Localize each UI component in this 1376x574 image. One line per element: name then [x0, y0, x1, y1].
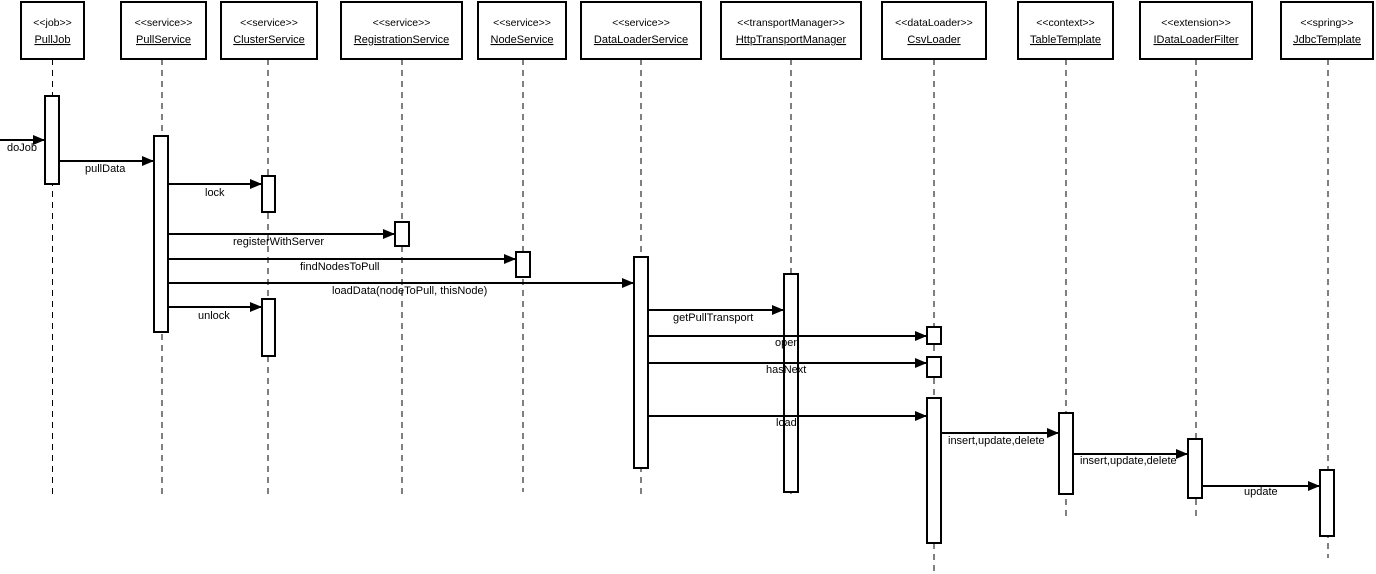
lifeline-name: NodeService	[491, 34, 554, 46]
activation-bar	[926, 397, 942, 544]
message-label: getPullTransport	[673, 312, 753, 324]
lifeline-dataloaderservice[interactable]: <<service>> DataLoaderService	[580, 1, 702, 498]
lifeline-stereotype: <<service>>	[373, 17, 431, 29]
lifeline-stereotype: <<spring>>	[1300, 17, 1353, 29]
message-dojob[interactable]: doJob	[0, 135, 45, 154]
activation-bar	[1319, 469, 1335, 537]
lifeline-name: IDataLoaderFilter	[1154, 34, 1239, 46]
message-label: hasNext	[766, 364, 806, 376]
message-label: insert,update,delete	[1080, 455, 1177, 467]
message-registerwithserver[interactable]: registerWithServer	[168, 229, 395, 248]
message-label: insert,update,delete	[948, 435, 1045, 447]
lifeline-header-box	[120, 1, 207, 60]
message-label: doJob	[7, 142, 37, 154]
message-update[interactable]: update	[1202, 481, 1320, 498]
lifeline-header-box	[1280, 1, 1374, 60]
lifeline-stereotype: <<dataLoader>>	[895, 17, 973, 29]
activation-bar	[153, 135, 169, 333]
lifeline-pulljob[interactable]: <<job>> PullJob	[20, 1, 85, 498]
activation-bar	[633, 256, 649, 469]
lifeline-header-box	[1139, 1, 1253, 60]
activation-bar	[783, 273, 799, 493]
message-loaddata[interactable]: loadData(nodeToPull, thisNode)	[168, 278, 634, 297]
lifeline-header-box	[477, 1, 567, 60]
message-label: open	[775, 337, 799, 349]
lifeline-name: JdbcTemplate	[1293, 34, 1361, 46]
lifeline-name: DataLoaderService	[594, 34, 688, 46]
lifeline-stereotype: <<service>>	[612, 17, 670, 29]
lifeline-jdbctemplate[interactable]: <<spring>> JdbcTemplate	[1280, 1, 1374, 558]
lifeline-header-box	[340, 1, 463, 60]
message-findnodestopull[interactable]: findNodesToPull	[168, 254, 516, 273]
message-load[interactable]: load	[648, 411, 927, 429]
message-insert-update-delete-1[interactable]: insert,update,delete	[941, 428, 1059, 447]
message-lock[interactable]: lock	[168, 179, 262, 199]
lifeline-header-box	[720, 1, 862, 60]
lifeline-stereotype: <<service>>	[493, 17, 551, 29]
lifeline-stereotype: <<extension>>	[1161, 17, 1230, 29]
lifeline-clusterservice[interactable]: <<service>> ClusterService	[220, 1, 318, 498]
lifeline-name: CsvLoader	[907, 34, 961, 46]
message-insert-update-delete-2[interactable]: insert,update,delete	[1073, 449, 1188, 467]
lifeline-name: TableTemplate	[1030, 34, 1101, 46]
lifeline-stereotype: <<service>>	[135, 17, 193, 29]
message-label: update	[1244, 486, 1278, 498]
lifeline-name: HttpTransportManager	[736, 34, 847, 46]
lifeline-stereotype: <<service>>	[240, 17, 298, 29]
message-label: load	[776, 417, 797, 429]
lifeline-name: RegistrationService	[354, 34, 449, 46]
message-label: loadData(nodeToPull, thisNode)	[332, 285, 487, 297]
message-label: unlock	[198, 310, 230, 322]
lifeline-idataloaderfilter[interactable]: <<extension>> IDataLoaderFilter	[1139, 1, 1253, 518]
activation-bar	[1187, 438, 1203, 499]
lifeline-stereotype: <<job>>	[33, 17, 72, 29]
activation-bar	[261, 175, 276, 213]
message-unlock[interactable]: unlock	[168, 302, 262, 322]
activation-bar	[261, 298, 276, 357]
activation-bar	[926, 356, 942, 378]
message-hasnext[interactable]: hasNext	[648, 358, 927, 376]
activation-bar	[926, 326, 942, 345]
message-label: lock	[205, 187, 225, 199]
message-open[interactable]: open	[648, 331, 927, 349]
activation-bar	[515, 251, 531, 278]
lifeline-name: PullService	[136, 34, 191, 46]
lifeline-nodeservice[interactable]: <<service>> NodeService	[477, 1, 567, 492]
lifeline-registration[interactable]: <<service>> RegistrationService	[340, 1, 463, 498]
lifeline-header-box	[881, 1, 987, 60]
lifeline-name: PullJob	[34, 34, 70, 46]
lifeline-pullservice[interactable]: <<service>> PullService	[120, 1, 207, 498]
lifeline-tabletemplate[interactable]: <<context>> TableTemplate	[1017, 1, 1114, 518]
message-pulldata[interactable]: pullData	[59, 156, 154, 175]
message-label: pullData	[85, 163, 126, 175]
message-label: registerWithServer	[233, 236, 324, 248]
activation-bar	[394, 221, 410, 247]
lifeline-stereotype: <<transportManager>>	[737, 17, 844, 29]
lifeline-stereotype: <<context>>	[1036, 17, 1094, 29]
lifeline-name: ClusterService	[233, 34, 305, 46]
message-getpulltransport[interactable]: getPullTransport	[648, 305, 784, 324]
activation-bar	[1058, 412, 1074, 495]
message-label: findNodesToPull	[300, 261, 380, 273]
lifeline-header-box	[20, 1, 85, 60]
activation-bar	[44, 95, 60, 185]
lifeline-header-box	[1017, 1, 1114, 60]
lifeline-header-box	[220, 1, 318, 60]
lifeline-csvloader[interactable]: <<dataLoader>> CsvLoader	[881, 1, 987, 572]
lifeline-header-box	[580, 1, 702, 60]
